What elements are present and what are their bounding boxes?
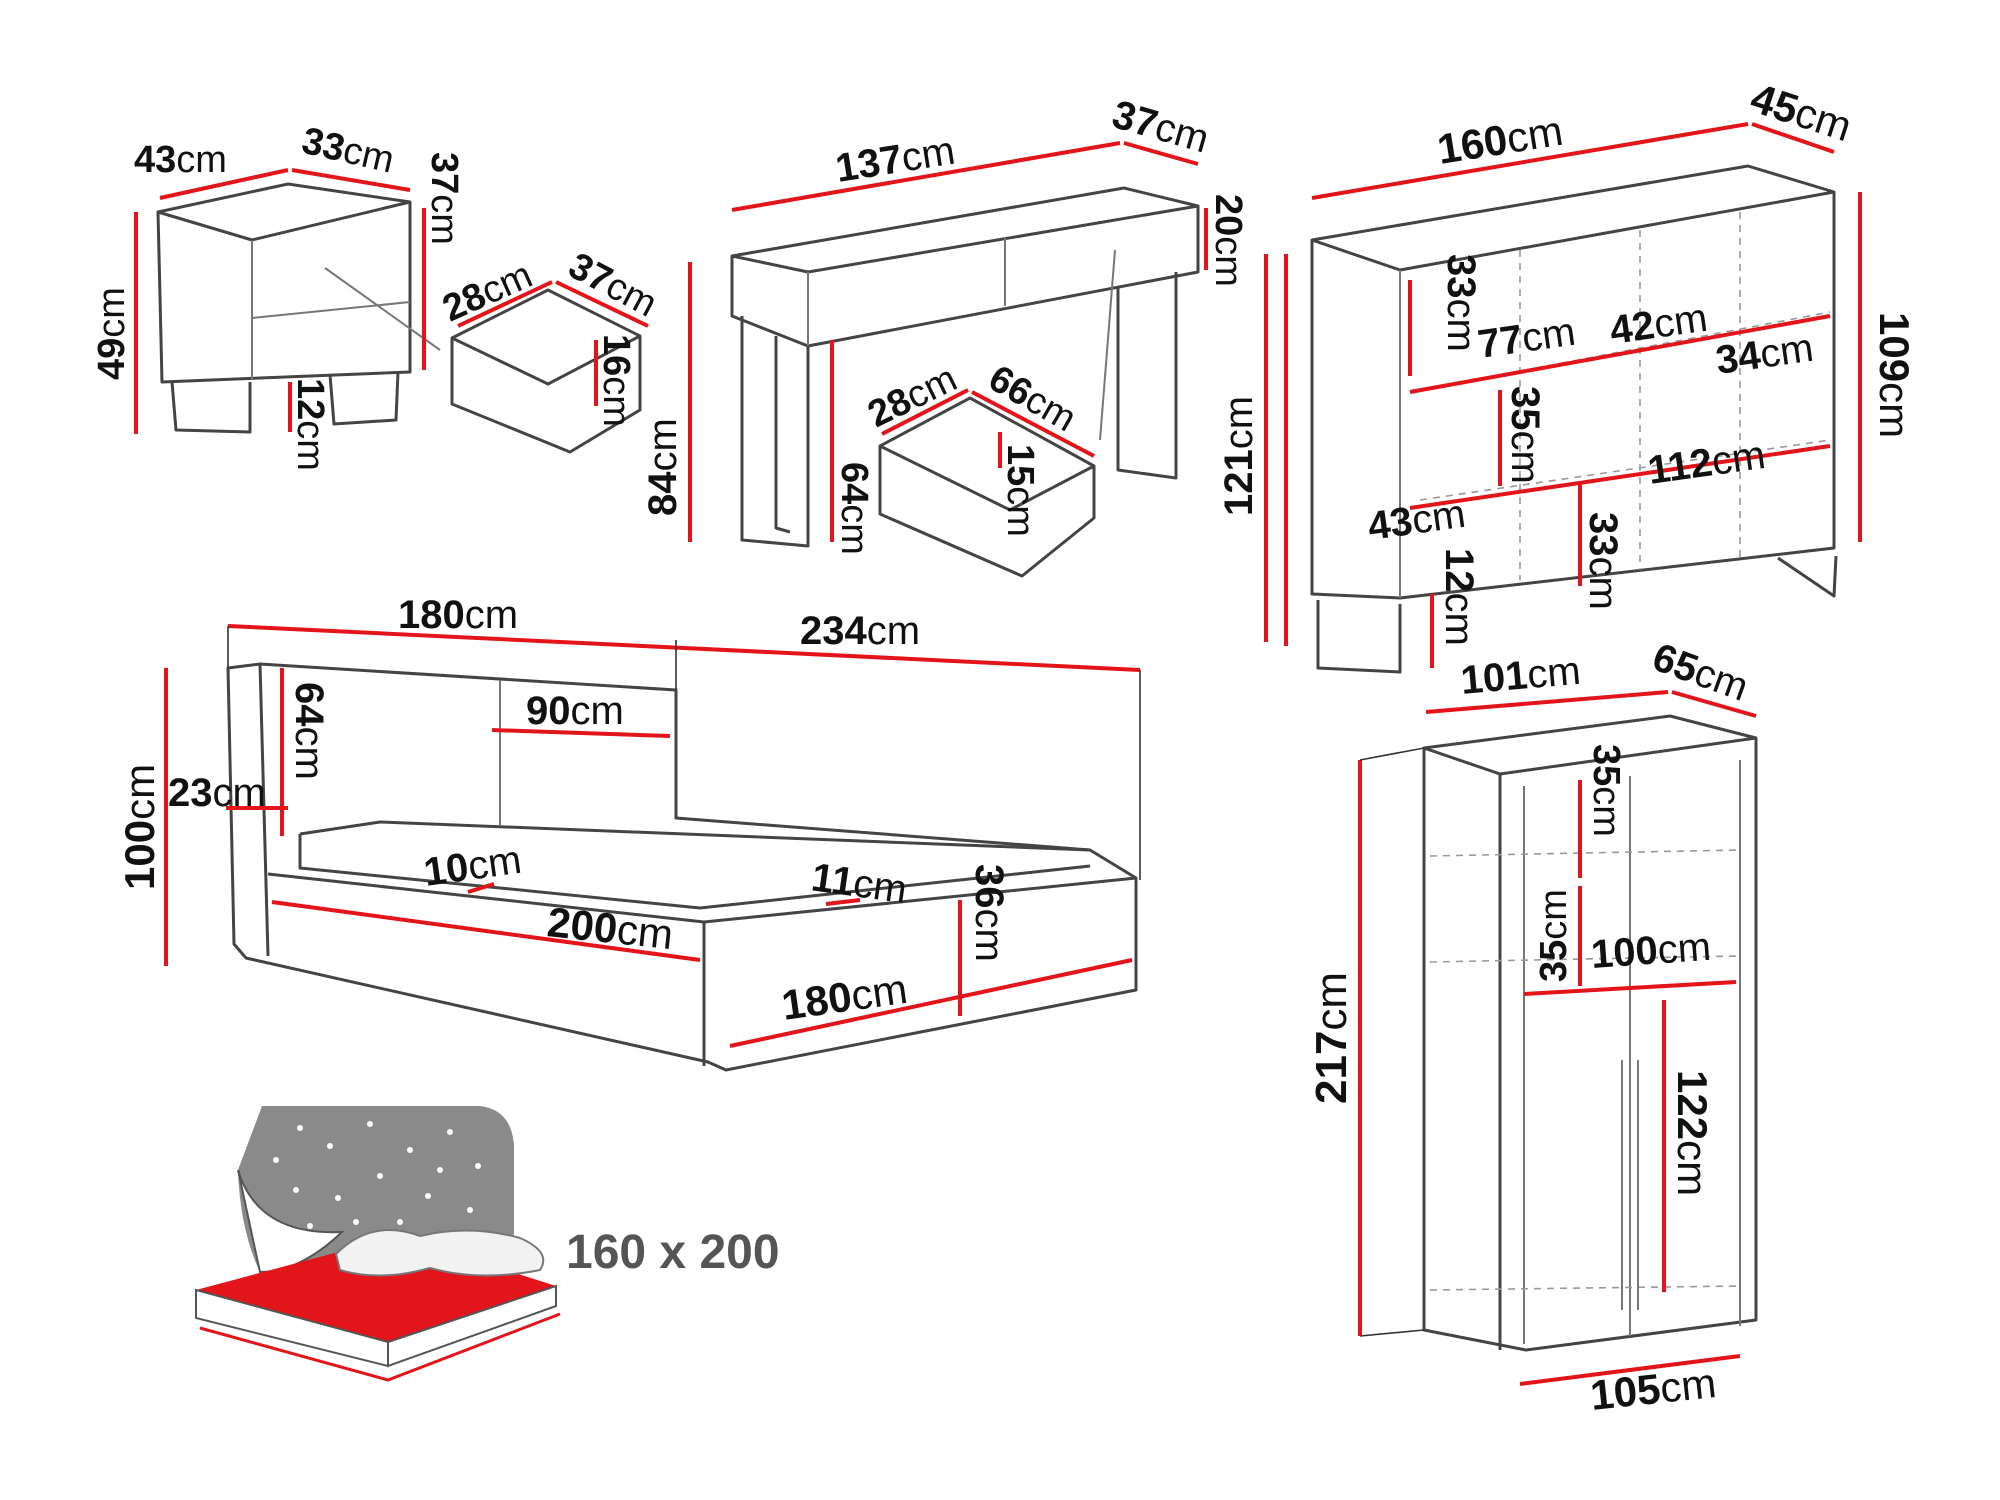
nightstand-drawer-height-label: 16cm — [595, 334, 637, 427]
nightstand-body — [156, 182, 412, 384]
sideboard-base-width-label: 112cm — [1645, 433, 1768, 493]
sideboard-leg-left — [1316, 600, 1402, 674]
nightstand-leg-right — [328, 371, 400, 426]
bed-mattress-front — [298, 834, 1091, 910]
sideboard-shelf-top-label: 33cm — [1439, 254, 1483, 352]
sideboard-body — [1310, 164, 1836, 600]
nightstand-drawer-depth-line — [457, 280, 553, 328]
bed-panel-width-line — [491, 728, 671, 738]
console-leg-left-inner — [774, 336, 791, 534]
wardrobe-inner-width-label: 100cm — [1590, 925, 1713, 977]
sideboard-lower-height-label: 33cm — [1581, 512, 1625, 610]
mattress-size-label: 160 x 200 — [566, 1226, 780, 1279]
console-drawer-box — [878, 396, 1096, 578]
nightstand-height-label: 49cm — [91, 287, 133, 380]
console-leg-left-back — [740, 316, 810, 548]
bed-length-line — [271, 900, 701, 962]
console-drawer-depth-line — [881, 388, 969, 436]
wardrobe-base-label: 105cm — [1588, 1359, 1718, 1419]
console-drawer-height-label: 20cm — [1207, 194, 1249, 287]
bed-headboard-width-label: 180cm — [398, 593, 518, 637]
console-drawer-width-line — [971, 390, 1095, 458]
sideboard-compartment-right-label: 34cm — [1713, 326, 1816, 383]
mattress-size-arrow — [199, 1312, 561, 1382]
bed-mattress-back — [299, 820, 1091, 852]
console-depth-label: 37cm — [1108, 92, 1214, 161]
sideboard-width-label: 160cm — [1434, 107, 1566, 173]
nightstand-width-label: 43cm — [134, 139, 227, 181]
console-total-height-label: 121cm — [1217, 396, 1261, 516]
bed-frame-height-label: 36cm — [967, 864, 1011, 962]
mattress-side-right — [387, 1284, 557, 1368]
nightstand-leg-label: 12cm — [289, 378, 331, 471]
console-drawer-front — [879, 444, 1095, 512]
star-field — [259, 1121, 495, 1239]
nightstand-drawer-width-line — [555, 280, 649, 328]
sideboard-leg-label: 12cm — [1437, 548, 1481, 646]
sideboard-lower-line — [1409, 444, 1831, 510]
sideboard-height-label: 109cm — [1871, 312, 1918, 438]
sideboard-drawing — [1284, 122, 1862, 674]
pillows — [334, 1229, 545, 1277]
bed-headboard-height-label: 100cm — [116, 764, 163, 890]
bed-total-width-label: 234cm — [800, 609, 920, 653]
console-width-label: 137cm — [833, 129, 958, 191]
sideboard-shelf-line — [1409, 314, 1831, 394]
bed-panel-width-label: 90cm — [526, 689, 624, 733]
bed-frame-side-label: 10cm — [421, 838, 524, 895]
bed-side-thickness-label: 23cm — [168, 771, 266, 815]
wardrobe-depth-line — [1671, 690, 1757, 718]
sideboard-leg-right — [1777, 555, 1838, 598]
wardrobe-width-label: 101cm — [1459, 649, 1582, 703]
sideboard-compartment-mid-label: 42cm — [1607, 296, 1710, 353]
console-drawer-height-label-2: 15cm — [999, 444, 1041, 537]
console-drawer-pointer — [1099, 249, 1116, 441]
console-leg-right — [1116, 272, 1178, 480]
console-leg-label: 64cm — [833, 462, 875, 555]
bed-drawing — [164, 624, 1141, 1072]
nightstand-width-line — [159, 168, 289, 200]
nightstand-depth-line — [291, 168, 411, 192]
bed-frame-foot-line — [825, 898, 861, 906]
wardrobe-door-label: 122cm — [1669, 1070, 1716, 1196]
bed-frame-foot-label: 11cm — [809, 855, 910, 912]
sideboard-shelf-mid-label: 35cm — [1503, 386, 1547, 484]
nightstand-drawer-split — [251, 301, 411, 319]
bed-night-icon — [195, 1106, 561, 1382]
wardrobe-guide-top — [1359, 747, 1425, 761]
wardrobe-width-line — [1425, 690, 1669, 714]
nightstand-leg-left — [170, 381, 252, 434]
bed-foot-width-label: 180cm — [779, 965, 910, 1029]
console-height-label: 84cm — [641, 418, 685, 516]
nightstand-drawer-pointer — [324, 267, 441, 351]
bed-frame-side-line — [467, 882, 495, 894]
nightstand-drawer-box — [450, 288, 642, 454]
nightstand-drawer-front — [451, 334, 641, 386]
nightstand-top-height-label: 37cm — [423, 152, 465, 245]
sideboard-compartment-label: 77cm — [1475, 310, 1578, 367]
wardrobe-shelf-second-label: 35cm — [1533, 889, 1575, 982]
sideboard-width-line — [1311, 122, 1749, 200]
bed-panel-height-label: 64cm — [287, 682, 331, 780]
console-drawing — [688, 141, 1208, 578]
console-width-line — [731, 141, 1121, 212]
wardrobe-inner-width-line — [1523, 980, 1737, 996]
wardrobe-base-line — [1519, 1354, 1741, 1386]
bed-length-label: 200cm — [545, 898, 675, 958]
wardrobe-shelf-top-label: 35cm — [1585, 744, 1627, 837]
sideboard-shelf-2 — [1419, 439, 1831, 501]
bed-outline — [226, 662, 1138, 1072]
wardrobe-height-label: 217cm — [1307, 972, 1356, 1104]
wardrobe-guide-bottom — [1359, 1329, 1425, 1337]
bed-foot-width-line — [729, 958, 1133, 1048]
nightstand-depth-label: 33cm — [298, 120, 398, 182]
console-depth-line — [1123, 141, 1199, 166]
bed-total-width-line — [227, 624, 1141, 672]
sideboard-depth-line — [1751, 122, 1835, 154]
console-top — [730, 186, 1200, 348]
sideboard-left-width-label: 43cm — [1365, 492, 1468, 549]
nightstand-drawing — [134, 168, 649, 454]
